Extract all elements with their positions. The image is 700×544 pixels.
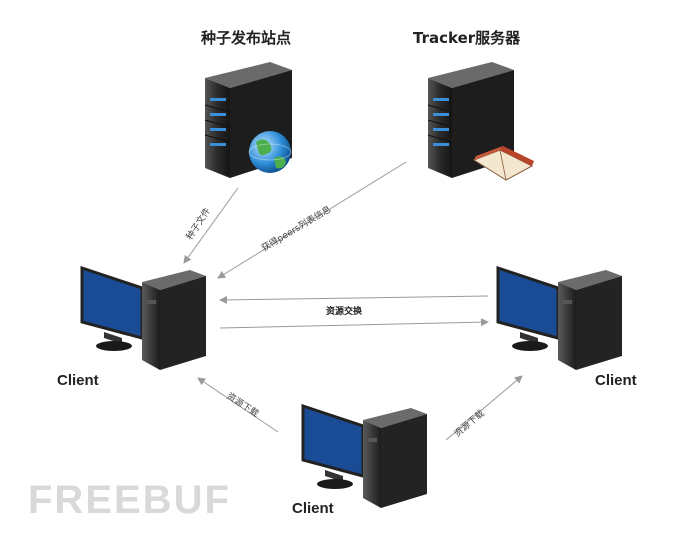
book-icon [472, 146, 534, 181]
right-client-label: Client [595, 372, 637, 389]
exchange-arrow-to-right [219, 318, 489, 329]
left-client-computer-icon [80, 265, 206, 370]
exchange-label: 资源交换 [326, 307, 363, 317]
tracker-server-icon [427, 62, 534, 181]
freebuf-watermark: FREEBUF [28, 478, 231, 522]
bottom-client-computer-icon [301, 403, 427, 508]
seed-file-arrow [183, 187, 239, 264]
seed-site-title: 种子发布站点 [201, 29, 292, 47]
left-client-label: Client [57, 372, 99, 389]
tracker-title: Tracker服务器 [413, 29, 521, 47]
seed-server-icon [204, 62, 292, 178]
peers-list-arrow [217, 161, 407, 279]
globe-icon [248, 131, 292, 173]
bottom-client-label: Client [292, 500, 334, 517]
exchange-arrow-to-left [219, 295, 489, 304]
right-client-computer-icon [496, 265, 622, 370]
download-left-arrow [197, 377, 279, 433]
download-right-arrow [445, 375, 523, 441]
